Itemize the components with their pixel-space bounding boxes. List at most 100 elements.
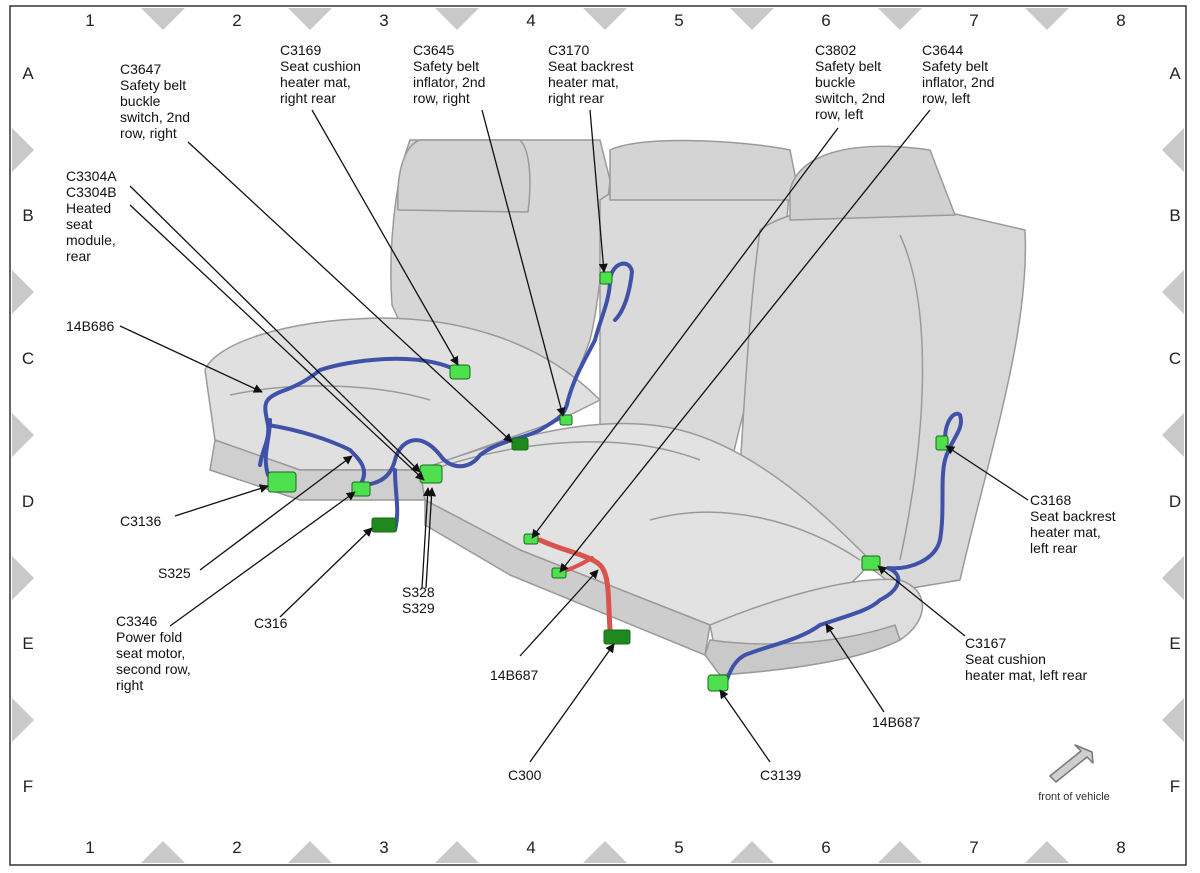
leader-c3647 [187, 141, 513, 443]
border-marker [1162, 698, 1184, 742]
leader-c3169 [311, 109, 459, 366]
callout-line: Seat backrest [1030, 508, 1116, 524]
border-marker [583, 8, 627, 30]
callout-line: module, [66, 232, 116, 248]
col-label-top: 2 [232, 11, 241, 30]
col-label-top: 8 [1116, 11, 1125, 30]
connector-c3168 [935, 435, 949, 451]
callout-line: C3802 [815, 42, 856, 58]
callout-line: second row, [116, 661, 191, 677]
callout-line: C316 [254, 615, 288, 631]
callout-line: right rear [548, 90, 604, 106]
callout-line: right [116, 677, 143, 693]
callout-line: C3644 [922, 42, 963, 58]
leader-s328 [421, 487, 433, 589]
col-label-bottom: 5 [674, 838, 683, 857]
border-marker [435, 8, 479, 30]
border-marker [12, 556, 34, 600]
leader-s329 [425, 487, 437, 589]
leader-c3644 [559, 109, 931, 573]
connector-c3169 [449, 364, 471, 380]
col-label-bottom: 2 [232, 838, 241, 857]
callout-line: Heated [66, 200, 111, 216]
border-marker [1025, 841, 1069, 863]
callout-line: heater mat, [280, 74, 351, 90]
callout-line: right rear [280, 90, 336, 106]
callout-line: heater mat, [1030, 524, 1101, 540]
connector-c3136 [267, 471, 297, 493]
border-marker [141, 8, 185, 30]
callout-c300: C300 [508, 767, 542, 783]
callout-n14b687b: 14B687 [872, 714, 920, 730]
leader-c3170 [589, 109, 608, 273]
callout-c3139: C3139 [760, 767, 801, 783]
callout-line: Seat backrest [548, 58, 634, 74]
col-label-top: 5 [674, 11, 683, 30]
leader-c300 [529, 643, 615, 763]
callout-n14b687a: 14B687 [490, 667, 538, 683]
border-marker [12, 128, 34, 172]
callout-line: heater mat, [548, 74, 619, 90]
callout-line: inflator, 2nd [413, 74, 485, 90]
border-marker [12, 413, 34, 457]
row-label-right: D [1169, 492, 1181, 511]
callout-c3136: C3136 [120, 513, 161, 529]
border-marker [141, 841, 185, 863]
row-label-right: C [1169, 349, 1181, 368]
row-label-right: B [1169, 206, 1180, 225]
callout-line: Seat cushion [280, 58, 361, 74]
border-marker [435, 841, 479, 863]
border-marker [1162, 556, 1184, 600]
leader-c3168 [945, 445, 1029, 501]
callout-line: row, right [413, 90, 470, 106]
col-label-bottom: 3 [379, 838, 388, 857]
callout-line: row, left [815, 106, 863, 122]
harness-14b687-left [723, 411, 963, 687]
center-head-restraint [609, 139, 801, 201]
border-marker [878, 841, 922, 863]
callout-line: S328 [402, 584, 435, 600]
seat-seam [429, 441, 701, 471]
front-of-vehicle-indicator: front of vehicle [1038, 744, 1110, 803]
border-marker [730, 841, 774, 863]
row-label-right: E [1169, 634, 1180, 653]
border-marker [1162, 270, 1184, 314]
connector-c3139 [707, 674, 729, 692]
seat-seam [649, 511, 861, 561]
left-outboard-front [704, 624, 901, 676]
border-marker [288, 8, 332, 30]
row-label-left: F [23, 777, 33, 796]
callout-line: S329 [402, 600, 435, 616]
callout-line: C3346 [116, 613, 157, 629]
leader-c3167 [877, 565, 966, 637]
connector-c3802 [523, 533, 539, 545]
row-label-right: F [1170, 777, 1180, 796]
connector-c316 [371, 517, 397, 533]
connector-c3644 [551, 567, 567, 579]
callout-line: C3167 [965, 635, 1006, 651]
callout-line: Safety belt [815, 58, 881, 74]
border-marker [878, 8, 922, 30]
leader-c3304a [129, 185, 421, 473]
seat-seam [899, 234, 924, 561]
callout-line: inflator, 2nd [922, 74, 994, 90]
callout-line: 14B686 [66, 318, 114, 334]
callout-line: C3647 [120, 61, 161, 77]
leader-c316 [279, 527, 373, 618]
connector-c3304 [419, 464, 443, 484]
callout-s325: S325 [158, 565, 191, 581]
callout-c316: C316 [254, 615, 288, 631]
border-marker [1162, 413, 1184, 457]
callout-n14b686: 14B686 [66, 318, 114, 334]
connector-c300 [603, 629, 631, 645]
leader-c3802 [531, 127, 839, 539]
leader-14b687a [519, 569, 599, 657]
leader-lines [119, 109, 1029, 763]
harness-14b687-red [537, 537, 613, 633]
callout-line: Safety belt [922, 58, 988, 74]
callout-line: row, left [922, 90, 970, 106]
callout-line: C300 [508, 767, 542, 783]
col-label-bottom: 1 [85, 838, 94, 857]
